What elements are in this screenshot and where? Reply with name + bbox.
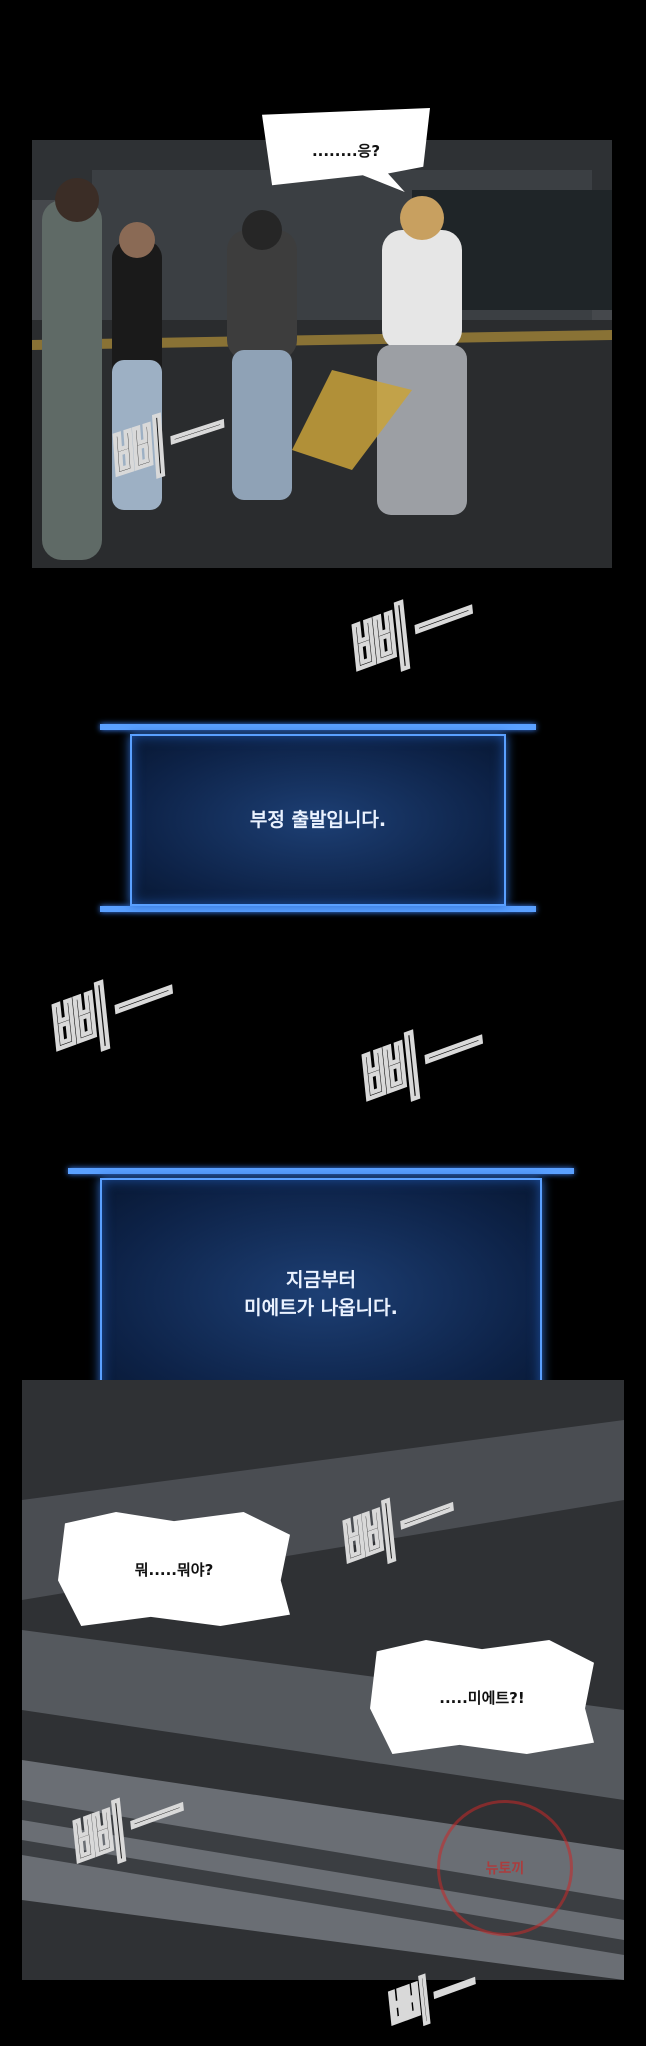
speech-bubble-2: 뭐.....뭐야?	[58, 1512, 290, 1626]
window-top-bar	[68, 1168, 574, 1174]
figure-hoodie	[227, 230, 297, 360]
figure-trenchcoat	[42, 200, 102, 560]
system-message-box: 지금부터 미에트가 나옵니다.	[100, 1178, 542, 1410]
window-bottom-bar	[100, 906, 536, 912]
watermark-text: 뉴토끼	[485, 1861, 525, 1877]
window-top-bar	[100, 724, 536, 730]
system-message-line: 미에트가 나옵니다.	[244, 1297, 398, 1319]
watermark-stamp: 뉴토끼	[437, 1800, 573, 1936]
figure-blonde	[382, 230, 462, 350]
comic-panel-1: 삐ㅡ	[32, 140, 612, 568]
system-message-box: 부정 출발입니다.	[130, 734, 506, 906]
sfx-beep: 삐ㅡ	[331, 573, 486, 697]
sfx-beep: 삐ㅡ	[31, 953, 186, 1077]
warehouse-scene	[32, 140, 612, 568]
system-message-line: 지금부터	[286, 1268, 356, 1291]
sfx-beep: 삐ㅡ	[341, 1003, 496, 1127]
system-window-2: 지금부터 미에트가 나옵니다.	[68, 1162, 574, 1422]
system-message-line: 부정 출발입니다.	[249, 808, 387, 831]
speech-bubble-3: .....미에트?!	[370, 1640, 594, 1754]
system-window-1: 부정 출발입니다.	[100, 718, 536, 918]
